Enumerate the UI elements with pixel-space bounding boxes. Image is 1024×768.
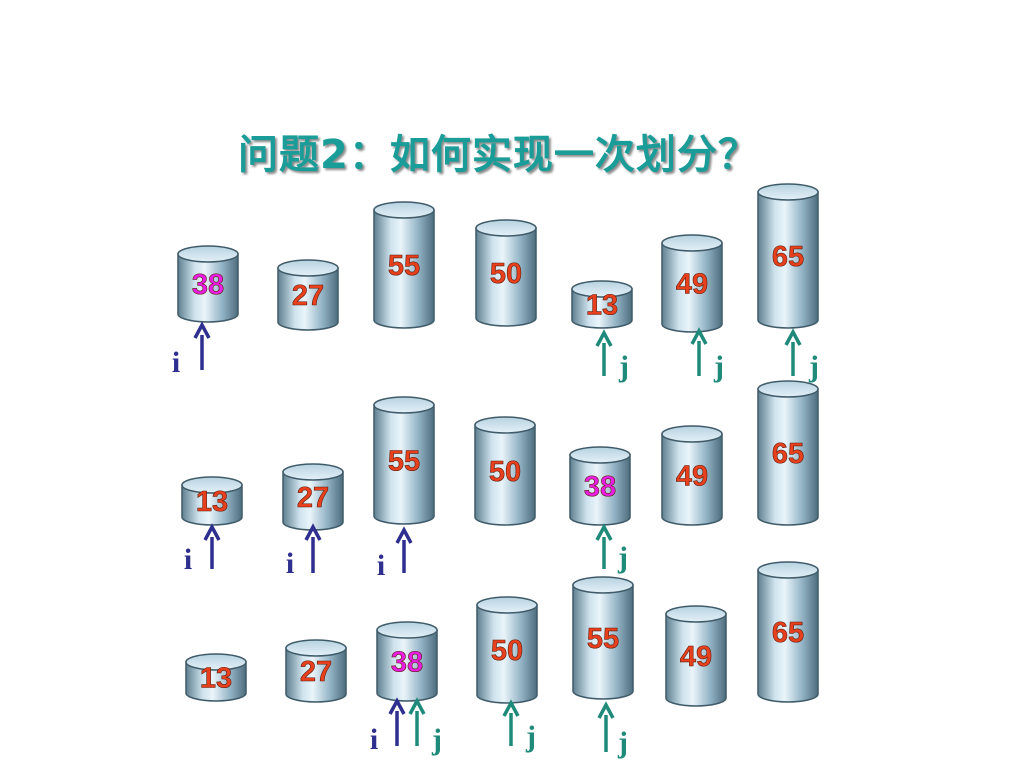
cylinder-38: 38 xyxy=(376,621,438,702)
pointer-i: i xyxy=(172,321,211,379)
pointer-label: j xyxy=(431,723,442,756)
pointer-label: j xyxy=(525,720,536,753)
pointer-label: j xyxy=(617,726,628,759)
arrow-head-icon xyxy=(690,327,708,345)
cylinder-value: 55 xyxy=(388,250,420,282)
cylinder-49: 49 xyxy=(661,425,723,526)
cylinder-50: 50 xyxy=(474,416,536,526)
pointer-j: j xyxy=(502,699,536,753)
pointer-label: i xyxy=(370,723,378,756)
pointer-label: i xyxy=(172,346,180,379)
arrow-head-icon xyxy=(408,697,426,715)
cylinder-value: 65 xyxy=(772,241,804,273)
cylinder-value: 49 xyxy=(676,461,708,493)
cylinder-value: 38 xyxy=(584,471,616,503)
arrow-head-icon xyxy=(388,697,406,715)
cylinder-value: 13 xyxy=(586,290,618,322)
pointer-j: j xyxy=(690,327,724,383)
pointer-label: i xyxy=(377,549,385,582)
pointer-label: j xyxy=(713,350,724,383)
pointer-j: j xyxy=(597,701,628,759)
cylinder-value: 27 xyxy=(297,482,329,514)
cylinder-value: 13 xyxy=(200,663,232,695)
pointer-label: i xyxy=(184,543,192,576)
cylinder-13: 13 xyxy=(181,476,243,526)
cylinder-38: 38 xyxy=(177,245,239,323)
pointer-label: j xyxy=(618,350,629,383)
cylinder-65: 65 xyxy=(757,380,819,526)
cylinder-value: 55 xyxy=(587,623,619,655)
cylinder-27: 27 xyxy=(285,639,347,703)
cylinder-50: 50 xyxy=(475,219,537,327)
arrow-head-icon xyxy=(595,523,613,541)
arrow-head-icon xyxy=(502,699,520,717)
pointer-i: i xyxy=(286,523,322,580)
cylinder-38: 38 xyxy=(569,446,631,526)
cylinder-value: 55 xyxy=(388,446,420,478)
cylinder-65: 65 xyxy=(757,183,819,329)
cylinder-value: 27 xyxy=(300,656,332,688)
arrow-head-icon xyxy=(304,523,322,541)
cylinder-value: 38 xyxy=(192,269,224,301)
pointer-label: j xyxy=(808,350,819,383)
cylinder-27: 27 xyxy=(277,259,339,331)
pointer-j: j xyxy=(784,328,819,383)
pointer-i: i xyxy=(377,526,413,582)
arrow-head-icon xyxy=(597,701,615,719)
cylinder-50: 50 xyxy=(476,596,538,704)
pointer-j: j xyxy=(408,697,442,756)
cylinder-value: 65 xyxy=(772,438,804,470)
pointer-j: j xyxy=(595,329,629,383)
cylinder-value: 49 xyxy=(676,269,708,301)
cylinder-13: 13 xyxy=(571,280,633,329)
cylinder-value: 49 xyxy=(680,641,712,673)
pointer-j: j xyxy=(595,523,628,574)
cylinder-value: 50 xyxy=(489,456,521,488)
cylinder-55: 55 xyxy=(373,396,435,525)
arrow-head-icon xyxy=(395,526,413,544)
cylinder-65: 65 xyxy=(757,561,819,703)
pointer-label: i xyxy=(286,547,294,580)
cylinder-value: 38 xyxy=(391,647,423,679)
cylinder-value: 65 xyxy=(772,617,804,649)
slide-title: 问题2：如何实现一次划分？ xyxy=(238,132,759,178)
cylinder-value: 50 xyxy=(490,258,522,290)
cylinder-value: 27 xyxy=(292,280,324,312)
cylinder-13: 13 xyxy=(185,653,247,702)
cylinder-49: 49 xyxy=(665,605,727,707)
cylinder-55: 55 xyxy=(572,576,634,700)
arrow-head-icon xyxy=(203,523,221,541)
arrow-head-icon xyxy=(784,328,802,346)
arrow-head-icon xyxy=(193,321,211,339)
cylinder-value: 50 xyxy=(491,635,523,667)
cylinder-value: 13 xyxy=(196,486,228,518)
cylinder-49: 49 xyxy=(661,234,723,333)
pointer-i: i xyxy=(184,523,221,576)
cylinder-27: 27 xyxy=(282,463,344,531)
cylinder-55: 55 xyxy=(373,201,435,329)
pointer-label: j xyxy=(617,541,628,574)
pointer-i: i xyxy=(370,697,406,756)
arrow-head-icon xyxy=(595,329,613,347)
